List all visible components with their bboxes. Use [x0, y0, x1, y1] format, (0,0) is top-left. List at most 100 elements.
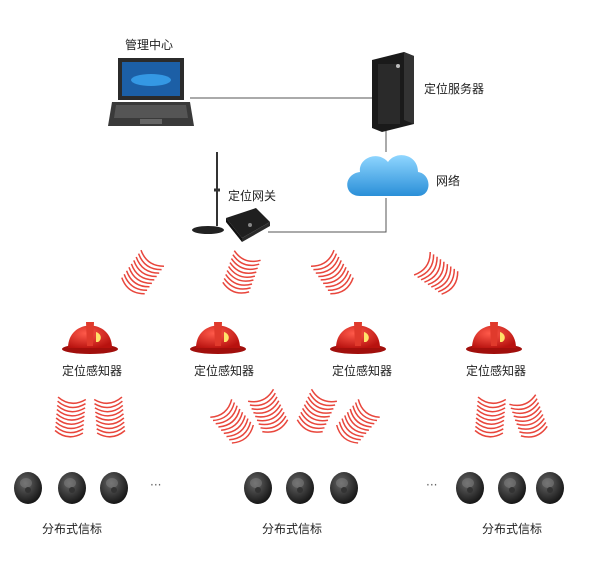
- wave-arc: [354, 402, 378, 422]
- wave-arc: [420, 256, 438, 281]
- gateway-icon: [192, 152, 270, 242]
- wave-arc: [431, 264, 449, 288]
- wave-arc: [130, 263, 155, 281]
- signal-waves-icon: [296, 388, 338, 433]
- wave-arc: [225, 273, 253, 286]
- wave-arc: [474, 425, 504, 434]
- wave-arc: [437, 268, 456, 293]
- label-positioning-server: 定位服务器: [424, 82, 485, 96]
- wave-arc: [121, 277, 145, 295]
- wave-arc: [476, 409, 506, 417]
- beacon-icon: [286, 472, 314, 504]
- wave-arc: [95, 417, 125, 425]
- beacon-icon: [330, 472, 358, 504]
- label-gateway: 定位网关: [228, 189, 277, 203]
- signal-waves-icon: [474, 396, 507, 438]
- signal-waves-icon: [413, 251, 459, 295]
- wave-arc: [476, 413, 505, 421]
- laptop-icon: [108, 58, 194, 126]
- helmet-icon: [330, 322, 386, 354]
- wave-arc: [335, 424, 359, 444]
- wave-arc: [233, 250, 261, 263]
- wave-arc: [475, 417, 505, 425]
- signal-waves-icon: [54, 396, 87, 438]
- wave-arc: [218, 408, 241, 428]
- signal-waves: [54, 249, 548, 444]
- wave-arc: [231, 424, 255, 444]
- beacon-icon: [498, 472, 526, 504]
- wave-arc: [251, 396, 278, 411]
- wave-arc: [262, 419, 289, 433]
- wave-arc: [226, 270, 254, 282]
- wave-arc: [54, 425, 84, 434]
- wave-arc: [56, 404, 86, 413]
- wave-arc: [344, 415, 367, 435]
- wave-arc: [125, 270, 150, 288]
- label-beacon-1: 分布式信标: [42, 522, 103, 536]
- wave-arc: [137, 253, 162, 271]
- wave-arc: [123, 273, 148, 292]
- wave-arc: [434, 266, 452, 291]
- wave-arc: [300, 411, 327, 426]
- wave-arc: [338, 421, 361, 441]
- wave-arc: [517, 417, 545, 430]
- helmet-icon: [466, 322, 522, 354]
- helmet-icon: [62, 322, 118, 354]
- wave-arc: [519, 421, 547, 434]
- label-network: 网络: [436, 174, 461, 188]
- wave-arc: [260, 415, 287, 430]
- wave-arc: [349, 408, 372, 428]
- wave-arc: [341, 418, 364, 438]
- signal-waves-icon: [335, 399, 380, 444]
- wave-arc: [94, 409, 124, 417]
- wave-arc: [95, 421, 125, 430]
- wave-arc: [310, 388, 338, 403]
- cloud-gateway-line: [268, 198, 387, 233]
- label-beacon-2: 分布式信标: [262, 522, 323, 536]
- wave-arc: [226, 418, 249, 438]
- wave-arc: [223, 277, 251, 290]
- wave-arc: [303, 404, 330, 418]
- wave-arc: [229, 421, 252, 441]
- wave-arc: [320, 263, 345, 281]
- wave-arc: [520, 425, 548, 438]
- label-sensor-2: 定位感知器: [194, 364, 255, 378]
- wave-arc: [427, 261, 445, 286]
- wave-arc: [256, 408, 284, 422]
- wave-arc: [352, 405, 375, 425]
- helmet-icon: [190, 322, 246, 354]
- wave-arc: [516, 414, 544, 426]
- wave-arc: [476, 404, 506, 413]
- wave-arc: [313, 253, 338, 271]
- wave-arc: [296, 419, 323, 433]
- wave-arc: [441, 271, 459, 295]
- wave-arc: [95, 413, 124, 421]
- wave-arc: [305, 400, 332, 414]
- wave-arc: [417, 254, 435, 279]
- wave-arc: [57, 396, 87, 404]
- wave-arc: [94, 400, 123, 409]
- wave-arc: [223, 415, 246, 435]
- wave-arc: [413, 251, 431, 276]
- wave-arc: [135, 256, 160, 274]
- wave-arc: [55, 417, 85, 425]
- signal-waves-icon: [509, 394, 548, 438]
- wave-arc: [230, 258, 258, 271]
- label-beacon-3: 分布式信标: [482, 522, 543, 536]
- wave-arc: [140, 249, 165, 267]
- ellipsis-2: ···: [426, 478, 438, 492]
- connection-lines: [190, 97, 387, 233]
- label-sensor-3: 定位感知器: [332, 364, 393, 378]
- wave-arc: [346, 412, 369, 431]
- wave-arc: [474, 429, 504, 438]
- wave-arc: [221, 412, 244, 431]
- wave-arc: [247, 388, 275, 403]
- wave-arc: [327, 273, 352, 292]
- signal-waves-icon: [121, 249, 165, 295]
- ellipsis-1: ···: [150, 478, 162, 492]
- wave-arc: [56, 413, 85, 421]
- wave-arc: [55, 421, 85, 430]
- wave-arc: [310, 249, 335, 267]
- wave-arc: [514, 410, 543, 422]
